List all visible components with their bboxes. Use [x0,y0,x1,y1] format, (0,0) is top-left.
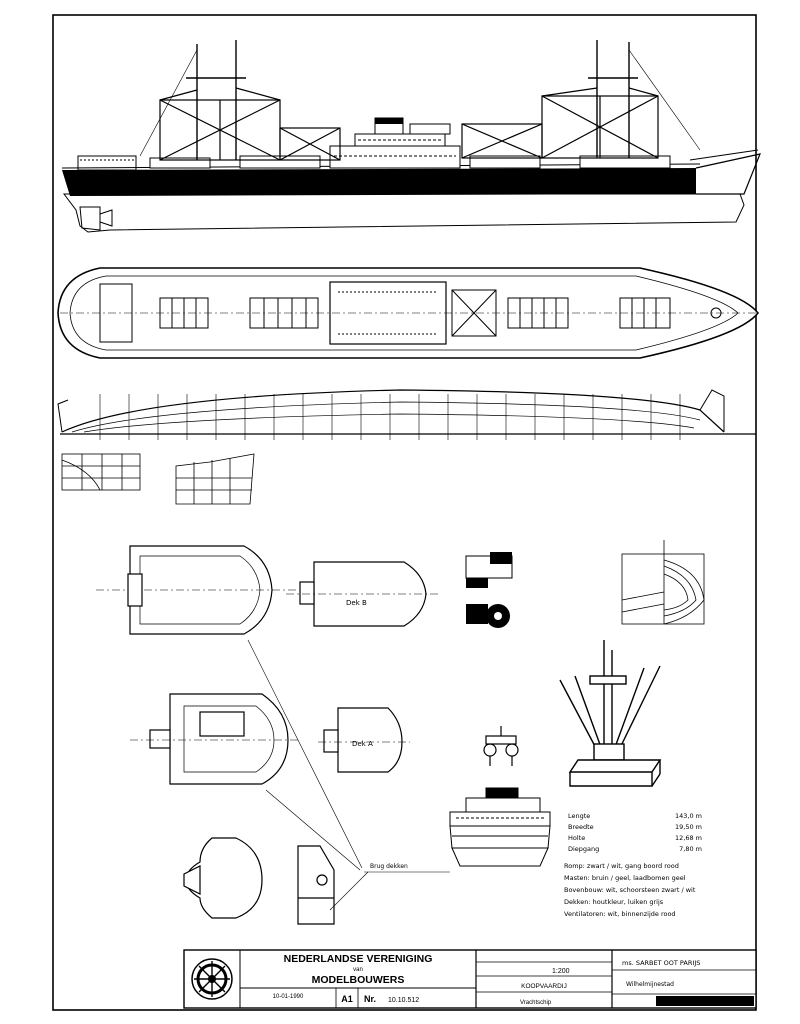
side-profile-view [61,40,761,233]
mast-foot-detail [559,640,662,787]
deck-b-plan [286,561,440,627]
winch-detail [483,726,519,766]
note-line: Masten: bruin / geel, laadbomen geel [564,874,686,882]
ship-name: ms. SARBET OOT PARIJS [622,959,700,967]
title-block [183,949,757,1009]
hull-underwater-outline [63,193,745,233]
annotation-leaders [247,639,450,911]
deck-inner-edge [69,275,739,351]
hatch-4 [579,155,671,169]
stern-profile [57,399,69,433]
nr-value: 10.10.512 [388,997,419,1004]
body-plan-fwd [175,453,255,505]
deck-a-plan [96,545,296,635]
rudder [79,206,101,231]
annotation-label: Brug dekken [370,863,408,870]
org-logo [191,958,233,1000]
spec-value: 143,0 m [675,812,702,820]
spec-label: Lengte [568,812,590,820]
deck-plan-view [57,267,760,359]
bridge-house [409,123,451,135]
stations [99,394,681,440]
funnel-detail [465,552,513,628]
org-name-line1: NEDERLANDSE VERENIGING [284,953,433,965]
waterline-2 [83,413,695,433]
ship-type: KOOPVAARDIJ [521,983,567,990]
deck-a-label: Dek A [352,740,373,748]
spec-value: 19,50 m [675,823,702,831]
drawing-border [52,14,757,1011]
front-elevation [449,787,551,867]
hatch-1 [149,157,211,169]
bow-sheer [695,153,761,195]
bow-bulwark [689,149,759,161]
spec-label: Breedte [568,823,594,831]
deck-b-label: Dek B [346,599,367,607]
spec-value: 12,68 m [675,834,702,842]
ship-category: Vrachtschip [520,1000,552,1006]
notes-list: Romp: zwart / wit, gang boord roodMasten… [564,862,696,918]
spec-value: 7,80 m [679,845,702,853]
note-line: Ventilatoren: wit, binnenzijde rood [564,910,676,918]
bow-profile [699,389,725,432]
org-name-line3: MODELBOUWERS [312,974,405,986]
nr-label: Nr. [364,994,376,1004]
note-line: Romp: zwart / wit, gang boord rood [564,862,679,870]
spec-label: Diepgang [568,845,599,853]
ship-subtitle: Wilhelmijnestad [626,981,674,988]
stern-section-detail [621,540,705,625]
bridge-deck-plan [130,693,300,785]
lines-plan-view [57,389,756,440]
spec-label: Holte [568,834,585,842]
deck-a-small-plan [318,707,410,773]
rigging [139,49,701,157]
waterline-1 [71,401,701,433]
funnel-top-band [375,118,403,124]
specs-table: Lengte 143,0 m Breedte 19,50 m Holte 12,68 m D… [568,812,702,853]
fwd-derricks [461,87,659,159]
org-name-line2: van [353,967,363,973]
sheet-size: A1 [341,994,353,1004]
sheer-line [61,389,725,433]
builder-stamp [656,996,754,1006]
midship-superstructure-lower [329,145,461,169]
drawing-date: 10-01-1990 [273,994,304,1000]
masts [186,40,638,160]
note-line: Bovenbouw: wit, schoorsteen zwart / wit [564,886,696,894]
scale-value: 1:200 [552,968,570,975]
hull-topside [62,168,696,196]
note-line: Dekken: houtkleur, luiken grijs [564,898,664,906]
body-plan-aft [61,453,141,491]
aft-derricks [159,87,341,161]
propeller [99,209,113,227]
wheelhouse-side [297,845,335,925]
hatch-3 [469,155,541,169]
wheelhouse-plan [183,837,263,919]
